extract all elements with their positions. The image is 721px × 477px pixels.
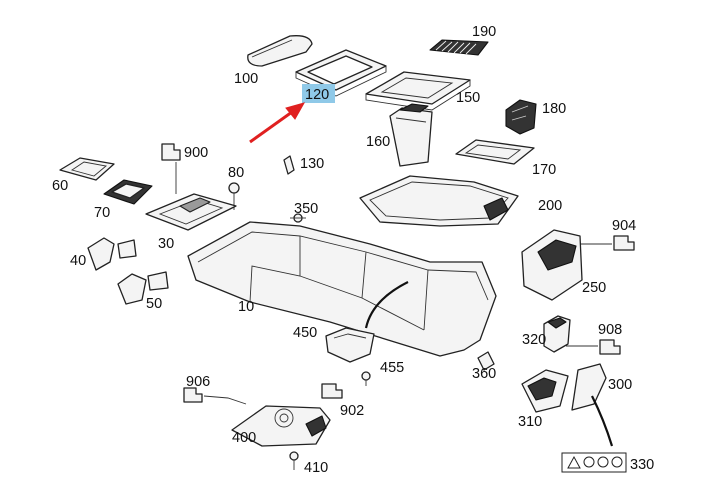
callout-160: 160 [366, 134, 390, 150]
part-160-storage-insert[interactable] [389, 103, 433, 167]
part-900-connector[interactable] [161, 143, 181, 194]
callout-170: 170 [532, 162, 556, 178]
callout-906: 906 [186, 374, 210, 390]
callout-455: 455 [380, 360, 404, 376]
callout-350: 350 [294, 201, 318, 217]
part-150-tray-frame[interactable] [365, 71, 471, 111]
part-330-warning-label[interactable] [561, 452, 627, 473]
prohibition-icon [597, 456, 609, 468]
part-100-armrest-lid[interactable] [247, 35, 313, 67]
callout-180: 180 [542, 101, 566, 117]
part-180-switch-module[interactable] [505, 99, 537, 135]
prohibition-icon [611, 456, 623, 468]
callout-130: 130 [300, 156, 324, 172]
part-360-clip[interactable] [477, 351, 495, 371]
prohibition-icon [583, 456, 595, 468]
part-50-switch[interactable] [117, 271, 169, 305]
callout-30: 30 [158, 236, 174, 252]
callout-400: 400 [232, 430, 256, 446]
part-60-ashtray-insert[interactable] [59, 157, 115, 181]
callout-904: 904 [612, 218, 636, 234]
part-130-clip[interactable] [283, 155, 295, 175]
callout-80: 80 [228, 165, 244, 181]
callout-60: 60 [52, 178, 68, 194]
callout-150: 150 [456, 90, 480, 106]
part-904-connector[interactable] [580, 235, 635, 251]
part-30-shifter-bracket[interactable] [145, 193, 237, 231]
callout-908: 908 [598, 322, 622, 338]
part-250-rear-vent[interactable] [521, 229, 583, 301]
part-190-grille[interactable] [429, 39, 489, 56]
callout-10: 10 [238, 299, 254, 315]
part-300-cover-panel[interactable] [571, 363, 607, 411]
part-310-socket-housing[interactable] [521, 369, 569, 413]
callout-900: 900 [184, 145, 208, 161]
part-455-screw[interactable] [361, 371, 371, 386]
leader-330 [591, 395, 614, 447]
callout-410: 410 [304, 460, 328, 476]
callout-100: 100 [234, 71, 258, 87]
part-400-cup-holder[interactable] [231, 405, 331, 447]
callout-360: 360 [472, 366, 496, 382]
part-40-switch[interactable] [87, 237, 137, 271]
part-906-connector[interactable] [183, 387, 247, 405]
part-450-switch-block[interactable] [325, 327, 375, 363]
part-908-connector[interactable] [566, 339, 621, 355]
callout-902: 902 [340, 403, 364, 419]
leader-450 [364, 281, 409, 329]
callout-120: 120 [305, 87, 329, 103]
part-170-mat[interactable] [455, 139, 535, 165]
callout-450: 450 [293, 325, 317, 341]
callout-250: 250 [582, 280, 606, 296]
callout-190: 190 [472, 24, 496, 40]
callout-310: 310 [518, 414, 542, 430]
callout-320: 320 [522, 332, 546, 348]
callout-300: 300 [608, 377, 632, 393]
red-arrow-indicator [249, 102, 306, 144]
callout-120-highlight [302, 84, 335, 103]
part-70-ashtray-housing[interactable] [103, 179, 153, 205]
part-410-screw[interactable] [289, 451, 299, 470]
callout-330: 330 [630, 457, 654, 473]
callout-50: 50 [146, 296, 162, 312]
callout-70: 70 [94, 205, 110, 221]
part-120-frame[interactable] [295, 49, 387, 97]
part-320-usb-socket[interactable] [543, 315, 571, 353]
warning-triangle-icon [567, 455, 581, 469]
callout-200: 200 [538, 198, 562, 214]
part-10-console-body[interactable] [187, 221, 497, 357]
part-200-upper-cover[interactable] [359, 175, 519, 227]
callout-40: 40 [70, 253, 86, 269]
part-902-connector[interactable] [321, 383, 343, 399]
part-350-screw[interactable] [290, 213, 306, 223]
